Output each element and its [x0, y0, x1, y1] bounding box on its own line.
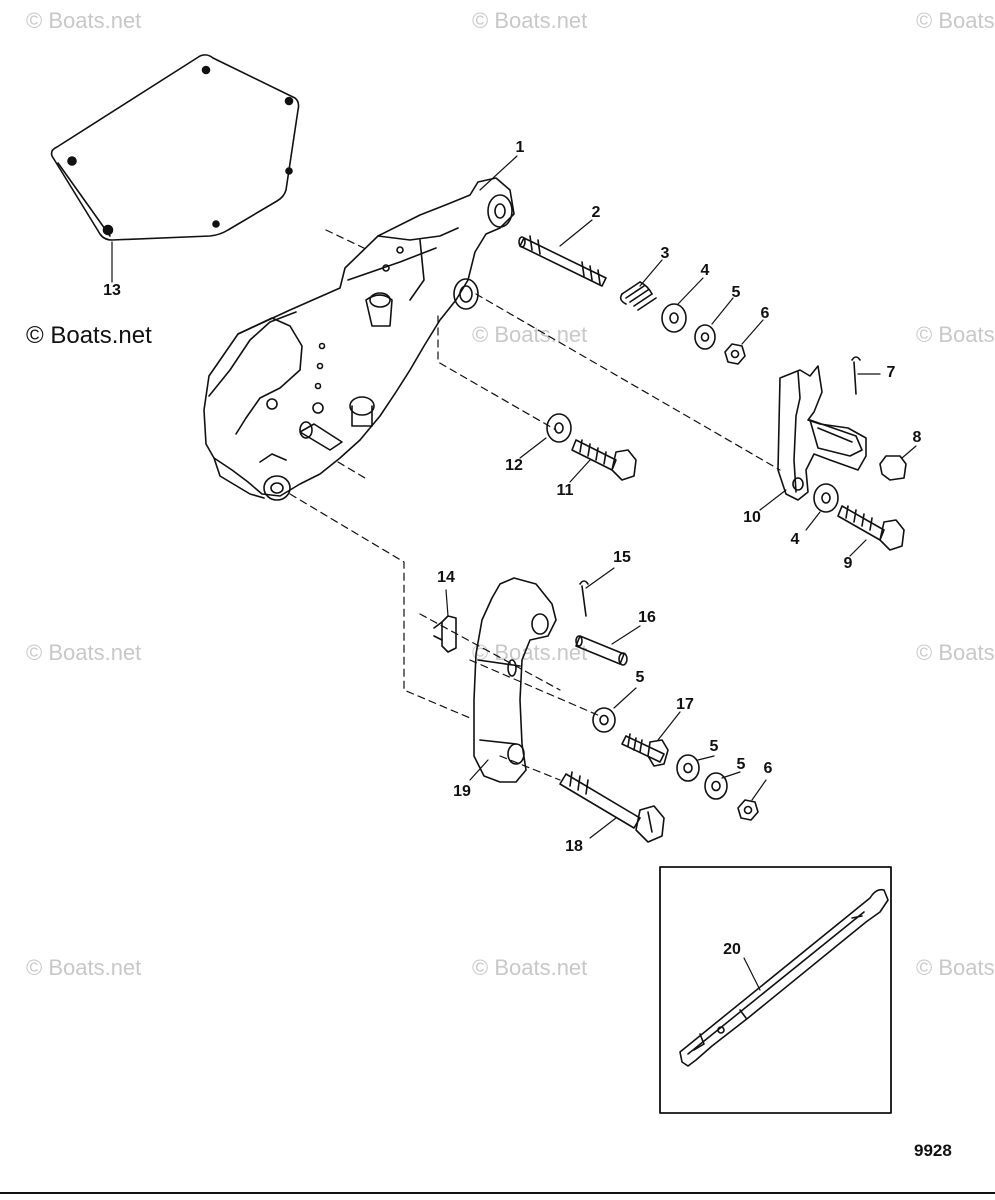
part-6-nut-upper: [724, 343, 746, 365]
part-10-lever: [777, 365, 867, 501]
callout-12: 12: [505, 457, 523, 474]
callout-17: 17: [676, 696, 694, 713]
part-15-pin: [579, 580, 589, 617]
watermark-text: © Boats.net: [916, 640, 995, 665]
part-5-washer-lower-1: [676, 754, 700, 782]
part-4-washer-upper: [661, 303, 687, 333]
bottom-divider: [0, 1192, 995, 1194]
watermark-text: © Boats.net: [26, 640, 142, 665]
part-1-bracket: [203, 177, 515, 501]
callout-18: 18: [565, 838, 583, 855]
part-18-bolt: [559, 771, 665, 843]
part-5-washer-upper: [694, 324, 716, 350]
part-7-cotter: [851, 356, 861, 395]
part-14-clip: [433, 615, 457, 653]
callout-3: 3: [660, 245, 670, 262]
part-4-washer-lower: [813, 483, 839, 513]
callout-13: 13: [103, 282, 121, 299]
watermark-text: © Boats.net: [472, 322, 588, 347]
callout-11: 11: [556, 482, 574, 499]
part-20-rod: [679, 888, 889, 1067]
watermark-text: © Boats.net: [916, 322, 995, 347]
callout-20: 20: [723, 941, 741, 958]
callout-5: 5: [709, 738, 719, 755]
callout-15: 15: [613, 549, 631, 566]
callout-10: 10: [743, 509, 761, 526]
part-2-stud: [518, 235, 607, 287]
watermark-featured: © Boats.net: [26, 322, 152, 349]
figure-number: 9928: [914, 1141, 952, 1160]
watermark-text: © Boats.net: [472, 640, 588, 665]
watermark-text: © Boats.net: [26, 955, 142, 980]
callout-1: 1: [515, 139, 525, 156]
callout-6: 6: [763, 760, 773, 777]
part-17-stud: [621, 733, 669, 767]
callout-leaders: [111, 155, 917, 991]
part-5-washer-lower-2: [704, 772, 728, 800]
callout-5: 5: [635, 669, 645, 686]
part-5-washer-middle: [592, 707, 616, 733]
callout-4: 4: [790, 531, 800, 548]
part-11-bolt: [571, 439, 637, 481]
callout-7: 7: [886, 364, 896, 381]
watermark-text: © Boats.net: [472, 8, 588, 33]
callout-8: 8: [912, 429, 922, 446]
callout-9: 9: [843, 555, 853, 572]
callout-6: 6: [760, 305, 770, 322]
callout-14: 14: [437, 569, 455, 586]
part-6-nut-lower: [737, 799, 759, 821]
watermark-text: © Boats.net: [916, 8, 995, 33]
watermark-text: © Boats.net: [472, 955, 588, 980]
inset-box: [659, 866, 892, 1114]
part-3-spring: [619, 281, 657, 311]
part-9-bolt: [837, 505, 905, 551]
callout-5: 5: [731, 284, 741, 301]
watermark-text: © Boats.net: [916, 955, 995, 980]
callout-19: 19: [453, 783, 471, 800]
watermark-text: © Boats.net: [26, 8, 142, 33]
part-12-washer: [546, 413, 572, 443]
callout-2: 2: [591, 204, 601, 221]
part-8-cap: [879, 455, 907, 481]
callout-4: 4: [700, 262, 710, 279]
part-13-plate: [50, 54, 300, 241]
callout-5: 5: [736, 756, 746, 773]
part-16-clevis-pin: [575, 635, 628, 666]
assembly-lines: [289, 229, 781, 781]
part-19-link: [473, 577, 557, 783]
callout-16: 16: [638, 609, 656, 626]
